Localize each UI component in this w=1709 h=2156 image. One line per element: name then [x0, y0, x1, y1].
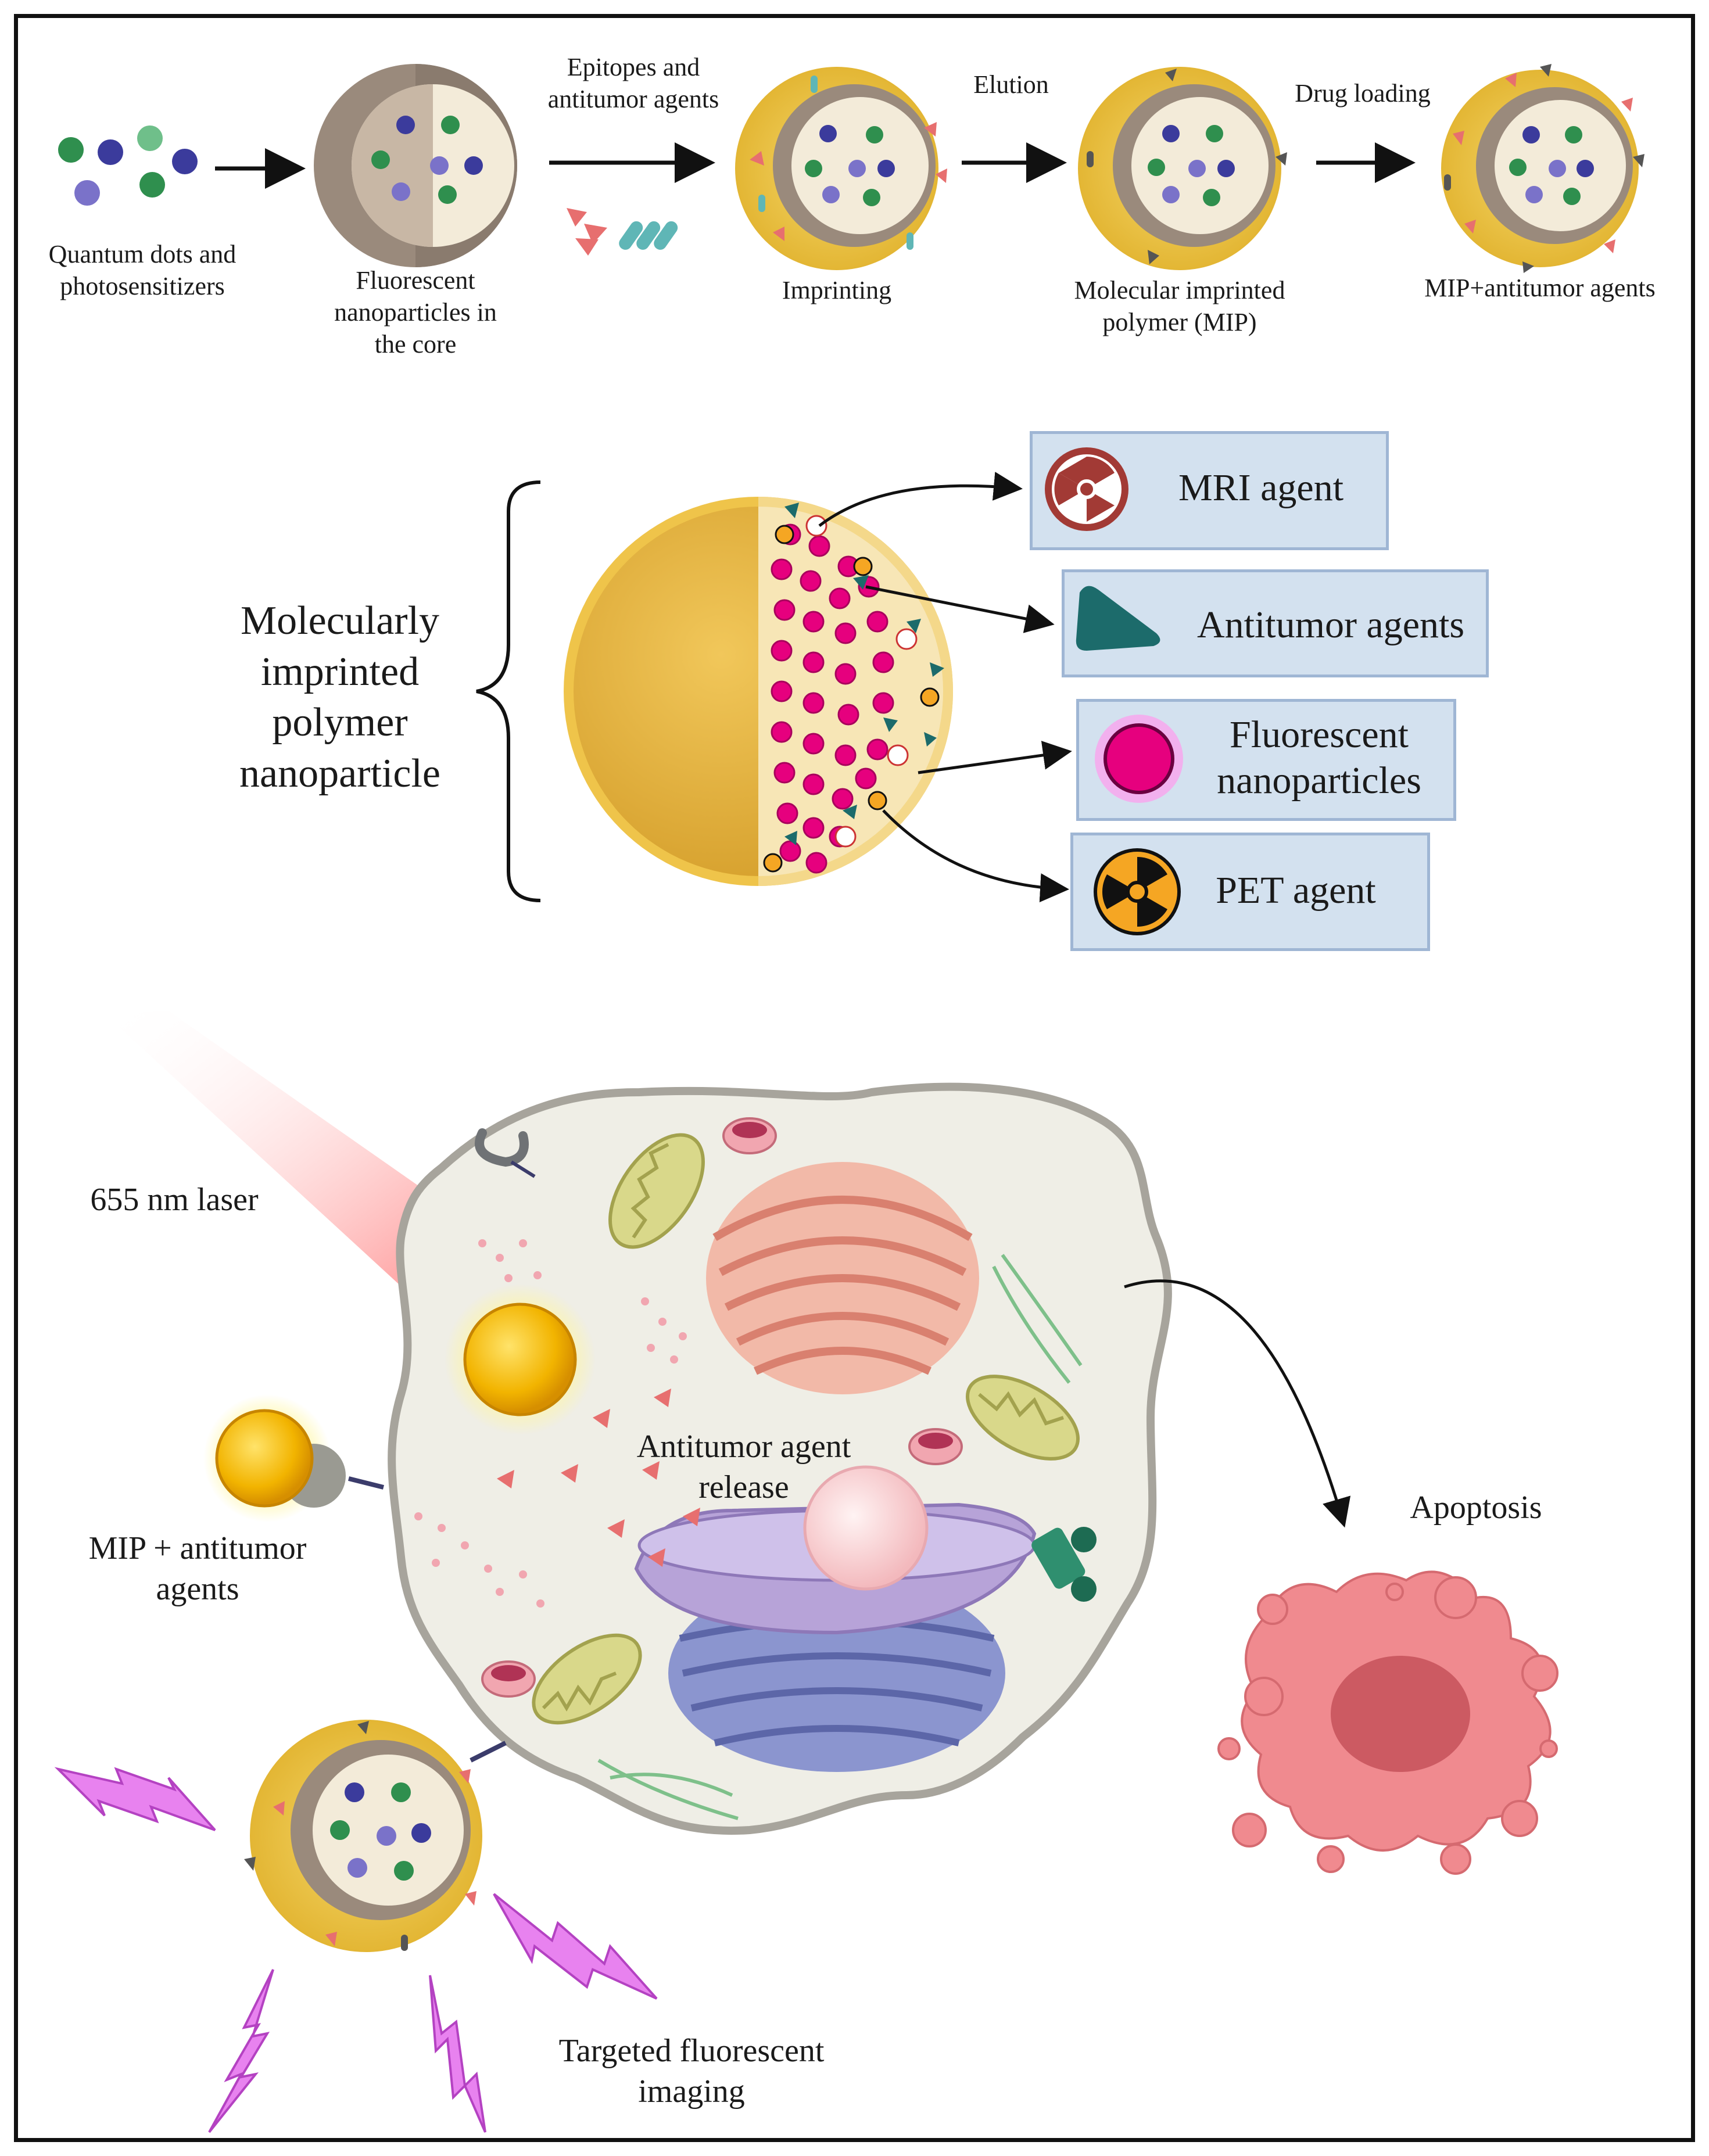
golgi-apparatus	[706, 1162, 979, 1394]
arrow3-label: Elution	[973, 70, 1049, 99]
microtubule	[1031, 1527, 1097, 1602]
legend-label-mri: MRI agent	[1178, 467, 1344, 509]
imaging-label: Targeted fluorescent imaging	[558, 2033, 825, 2110]
filament	[597, 1759, 739, 1820]
fluorescence-bolts	[54, 1767, 658, 2133]
arrow2-label: Epitopes and antitumor agents	[547, 53, 719, 113]
step2-label: Fluorescent nanoparticles in the core	[334, 266, 497, 358]
release-label: Antitumor agent release	[636, 1429, 851, 1505]
mitochondrion-top	[608, 1133, 705, 1249]
fluorescent-core-particle	[314, 64, 517, 267]
attachment-link	[348, 1476, 384, 1490]
arrow-antitumor	[865, 585, 1055, 633]
apoptotic-cell	[1217, 1570, 1558, 1875]
receptor-stalk	[510, 1160, 536, 1178]
arrow-pet	[882, 809, 1069, 903]
brace	[476, 480, 541, 902]
panel-title: Molecularly imprinted polymer nanopartic…	[239, 598, 440, 796]
mip-agents-label: MIP + antitumor agents	[88, 1530, 307, 1607]
arrow4-label: Drug loading	[1295, 79, 1431, 107]
epitope-triangles	[567, 208, 678, 256]
mip-antitumor-particle	[215, 1409, 314, 1508]
mitochondrion-bottom	[532, 1633, 642, 1725]
legend-label-fluorescent: Fluorescent nanoparticles	[1217, 713, 1421, 802]
apoptosis-label: Apoptosis	[1410, 1490, 1542, 1526]
released-antitumor-triangles	[497, 1389, 700, 1567]
arrow-mri	[818, 472, 1023, 527]
filament	[610, 1773, 733, 1797]
lysosomes	[481, 1117, 963, 1698]
imprinting-particle	[735, 67, 947, 270]
targeted-mip-particle	[463, 1303, 577, 1416]
step4-label: Molecular imprinted polymer (MIP)	[1074, 276, 1285, 336]
legend-label-antitumor: Antitumor agents	[1196, 604, 1465, 646]
imaging-mip-particle	[244, 1720, 482, 1952]
laser-label: 655 nm laser	[90, 1182, 259, 1218]
cytoplasm-dots	[414, 1239, 687, 1608]
release-vesicle	[803, 1465, 929, 1591]
attachment-link-bottom	[470, 1741, 507, 1763]
mitochondrion-right	[966, 1375, 1080, 1461]
step5-label: MIP+antitumor agents	[1424, 274, 1656, 302]
quantum-dots-cluster	[58, 125, 198, 206]
arrow-fluorescent	[918, 741, 1072, 774]
filament	[992, 1265, 1071, 1384]
receptor	[475, 1128, 529, 1167]
mip-loaded-particle	[1441, 64, 1644, 273]
step3-label: Imprinting	[782, 276, 892, 304]
legend-label-pet: PET agent	[1216, 869, 1376, 912]
mip-particle	[1078, 67, 1287, 270]
arrow-apoptosis	[1124, 1279, 1351, 1528]
step1-label: Quantum dots and photosensitizers	[48, 240, 237, 300]
mip-nanoparticle-cutaway	[564, 497, 953, 886]
filament	[1001, 1254, 1083, 1366]
